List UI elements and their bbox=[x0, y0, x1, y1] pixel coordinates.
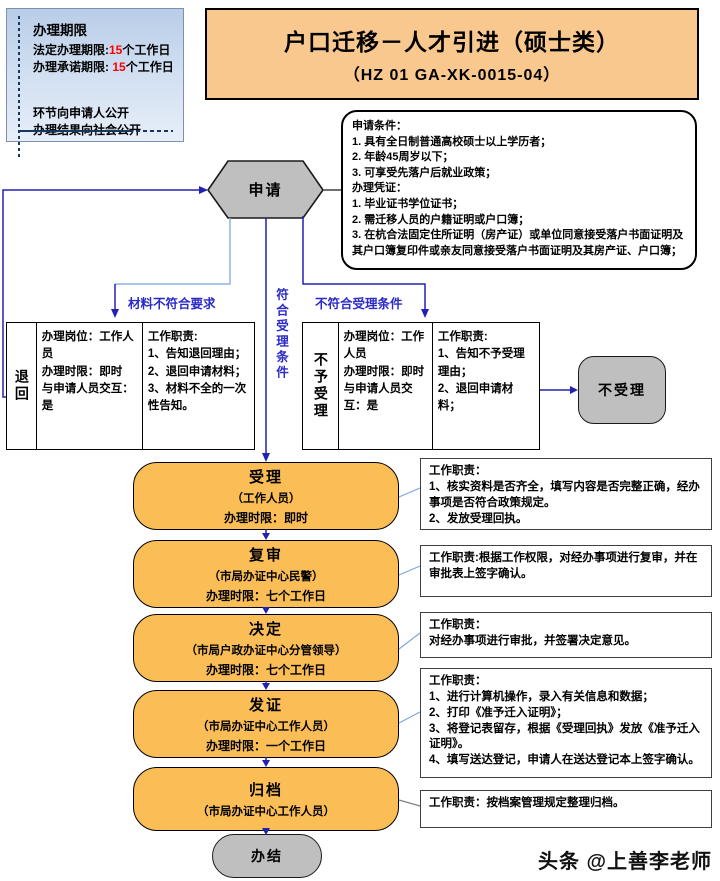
reject-duty-cell: 工作职责: 1、告知不予受理理由； 2、退回申请材料； bbox=[431, 323, 539, 449]
step-role: （市局办证中心民警） bbox=[208, 571, 324, 583]
promise-period-line: 办理承诺期限: 15个工作日 bbox=[33, 59, 174, 74]
reject-info-cell: 办理岗位：工作人员 办理时限：即时 与申请人员交互：是 bbox=[337, 323, 432, 449]
title-banner: 户口迁移－人才引进（硕士类） （HZ 01 GA-XK-0015-04） bbox=[205, 8, 699, 100]
step-title: 决定 bbox=[248, 621, 283, 638]
legal-period-line: 法定办理期限:15个工作日 bbox=[33, 42, 171, 57]
process-step-review: 复审 （市局办证中心民警） 办理时限：七个工作日 bbox=[133, 540, 399, 608]
connector-accept-duty bbox=[398, 487, 421, 498]
loop-arrowhead bbox=[199, 186, 208, 194]
connector-issue-duty bbox=[398, 711, 421, 724]
reject-box: 不予受理 办理岗位：工作人员 办理时限：即时 与申请人员交互：是 工作职责: 1… bbox=[302, 322, 540, 450]
material-fail-elbow bbox=[115, 218, 231, 285]
reject-title: 不予受理 bbox=[312, 352, 329, 420]
arrowhead-decide-issue bbox=[262, 683, 270, 690]
step-time: 办理时限：七个工作日 bbox=[205, 663, 326, 677]
step-title: 发证 bbox=[248, 697, 283, 714]
return-title-cell: 退回 bbox=[7, 323, 36, 449]
step-role: （市局户政办证中心分管领导） bbox=[185, 645, 347, 657]
period-info-box: 办理期限 法定办理期限:15个工作日 办理承诺期限: 15个工作日 环节向申请人… bbox=[6, 8, 184, 142]
return-title: 退回 bbox=[13, 369, 30, 403]
step-time: 办理时限：七个工作日 bbox=[205, 589, 326, 603]
promise-days-value: 15 bbox=[112, 59, 126, 74]
connector-decide-duty bbox=[398, 632, 421, 650]
step-title: 归档 bbox=[248, 782, 283, 799]
process-step-archive: 归档 （市局办证中心工作人员） bbox=[133, 767, 399, 831]
connector-archive-duty bbox=[398, 799, 421, 807]
step-time: 办理时限：即时 bbox=[223, 511, 308, 525]
not-meet-arrowhead bbox=[421, 309, 429, 318]
branch-label-material-fail: 材料不符合要求 bbox=[128, 297, 216, 311]
publicity-lines: 环节向申请人公开 办理结果向社会公开 bbox=[33, 105, 183, 140]
publicity-line-1: 环节向申请人公开 bbox=[33, 106, 130, 120]
process-step-accept: 受理 （工作人员） 办理时限：即时 bbox=[133, 462, 399, 530]
process-code: （HZ 01 GA-XK-0015-04） bbox=[343, 67, 561, 84]
step-title: 受理 bbox=[248, 469, 283, 486]
meets-conditions-arrowhead bbox=[262, 453, 270, 462]
period-title: 办理期限 bbox=[33, 23, 87, 38]
not-accepted-node: 不受理 bbox=[578, 356, 666, 424]
process-step-issue: 发证 （市局办证中心工作人员） 办理时限：一个工作日 bbox=[133, 690, 399, 758]
duty-note-review: 工作职责:根据工作权限，对经办事项进行复审，并在审批表上签字确认。 bbox=[420, 545, 712, 597]
arrowhead-accept-review bbox=[262, 533, 270, 540]
branch-label-meets-conditions: 符合受理条件 bbox=[274, 288, 288, 381]
return-box: 退回 办理岗位：工作人员 办理时限：即时 与申请人员交互：是 工作职责: 1、告… bbox=[6, 322, 255, 450]
material-fail-arrowhead bbox=[111, 309, 119, 318]
conditions-note: 申请条件： 1. 具有全日制普通高校硕士以上学历者； 2. 年龄45周岁以下； … bbox=[341, 110, 697, 270]
duty-note-decide: 工作职责： 对经办事项进行审批，并签署决定意见。 bbox=[420, 612, 712, 658]
duty-note-accept: 工作职责： 1、核实资料是否齐全，填写内容是否完整正确，经办事项是否符合政策规定… bbox=[420, 458, 712, 530]
duty-note-issue: 工作职责： 1、进行计算机操作，录入有关信息和数据； 2、打印《准予迁入证明》；… bbox=[420, 668, 712, 778]
reject-title-cell: 不予受理 bbox=[303, 323, 338, 449]
return-info-cell: 办理岗位：工作人员 办理时限：即时 与申请人员交互：是 bbox=[35, 323, 142, 449]
return-duty-cell: 工作职责: 1、告知退回理由； 2、退回申请材料； 3、材料不全的一次性告知。 bbox=[141, 323, 254, 449]
apply-label: 申请 bbox=[248, 181, 283, 199]
step-role: （工作人员） bbox=[231, 493, 301, 505]
connector-review-duty bbox=[398, 565, 421, 576]
process-step-decide: 决定 （市局户政办证中心分管领导） 办理时限：七个工作日 bbox=[133, 614, 399, 682]
arrowhead-review-decide bbox=[262, 607, 270, 614]
step-role: （市局办证中心工作人员） bbox=[197, 721, 335, 733]
page-title: 户口迁移－人才引进（硕士类） bbox=[284, 29, 620, 55]
arrowhead-issue-archive bbox=[262, 760, 270, 767]
publicity-line-2: 办理结果向社会公开 bbox=[33, 123, 142, 138]
step-time: 办理时限：一个工作日 bbox=[205, 739, 326, 753]
step-role: （市局办证中心工作人员） bbox=[197, 806, 335, 818]
reject-to-notaccepted-arrowhead bbox=[570, 386, 578, 394]
duty-note-archive: 工作职责：按档案管理规定整理归档。 bbox=[420, 790, 712, 828]
watermark: 头条 @上善李老师 bbox=[538, 851, 713, 873]
period-info-text: 办理期限 法定办理期限:15个工作日 办理承诺期限: 15个工作日 bbox=[33, 21, 183, 76]
legal-days-value: 15 bbox=[109, 42, 123, 57]
step-title: 复审 bbox=[248, 547, 283, 564]
branch-label-not-meet-conditions: 不符合受理条件 bbox=[315, 297, 403, 311]
end-node: 办结 bbox=[212, 834, 322, 878]
